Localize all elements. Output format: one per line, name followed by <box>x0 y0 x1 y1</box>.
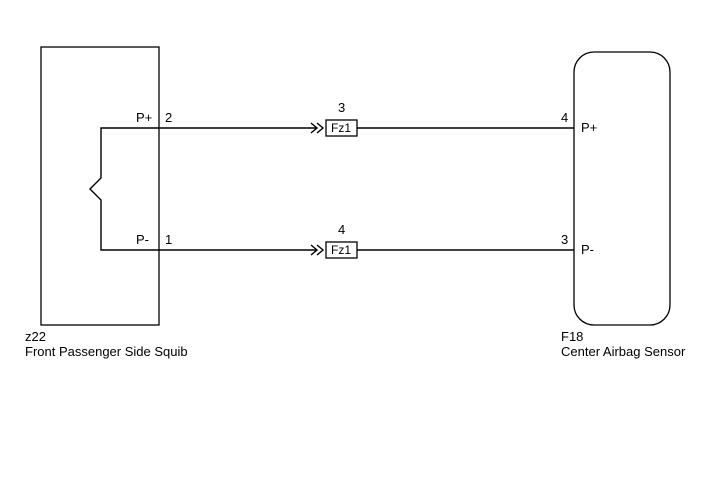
left-pin-p-plus: 2 <box>165 110 172 125</box>
front-passenger-side-squib-box <box>40 46 160 326</box>
connector-arrow-p-minus-2 <box>316 244 325 256</box>
right-terminal-p-plus: P+ <box>581 120 597 135</box>
connector-pin-p-minus: 4 <box>338 222 345 237</box>
left-component-code: z22 <box>25 329 46 344</box>
connector-pin-p-plus: 3 <box>338 100 345 115</box>
left-terminal-p-plus: P+ <box>136 110 152 125</box>
squib-element-symbol <box>89 127 159 251</box>
left-component-name: Front Passenger Side Squib <box>25 344 188 359</box>
center-airbag-sensor-box <box>573 51 671 326</box>
connector-arrow-p-plus-2 <box>316 122 325 134</box>
connector-label-p-plus: Fz1 <box>331 121 351 135</box>
left-pin-p-minus: 1 <box>165 232 172 247</box>
right-pin-p-minus: 3 <box>561 232 568 247</box>
right-component-name: Center Airbag Sensor <box>561 344 686 359</box>
right-terminal-p-minus: P- <box>581 242 594 257</box>
left-terminal-p-minus: P- <box>136 232 149 247</box>
connector-arrow-p-minus <box>310 244 319 256</box>
connector-arrow-p-plus <box>310 122 319 134</box>
right-pin-p-plus: 4 <box>561 110 568 125</box>
connector-label-p-minus: Fz1 <box>331 243 351 257</box>
right-component-code: F18 <box>561 329 583 344</box>
